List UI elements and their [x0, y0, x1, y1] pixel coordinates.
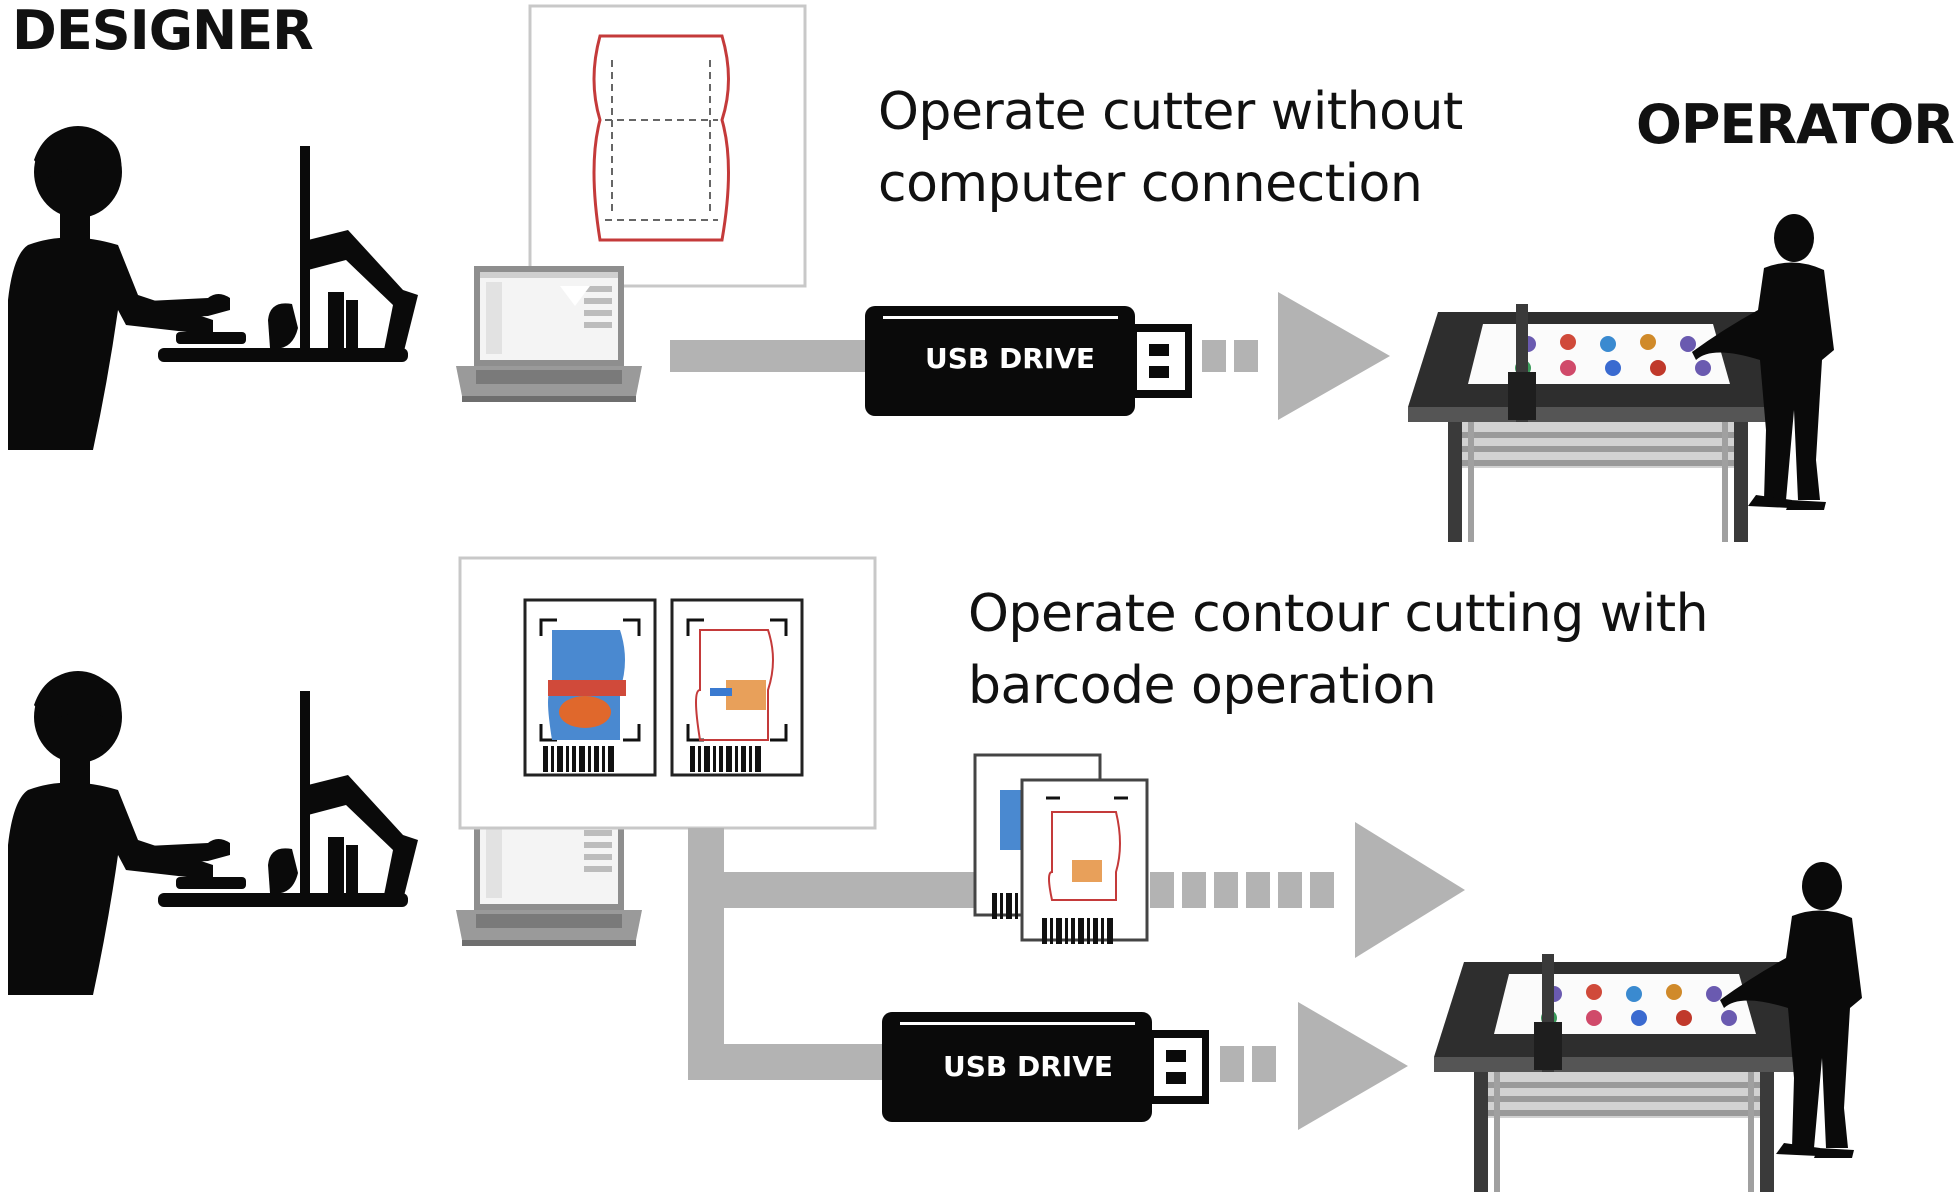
top-flow — [8, 4, 1834, 542]
package-print-icon — [525, 600, 655, 775]
operator-label: OPERATOR — [1636, 93, 1955, 156]
laptop-icon — [456, 266, 642, 402]
transfer-dashes — [1202, 340, 1258, 372]
laptop-icon — [456, 810, 642, 946]
printed-sheets — [973, 753, 1149, 944]
arrow-icon — [1355, 822, 1465, 958]
designer-label: DESIGNER — [12, 0, 314, 62]
arrow-icon — [1298, 1002, 1408, 1130]
transfer-dashes — [1150, 872, 1334, 908]
bottom-flow — [8, 556, 1862, 1192]
bottom-flow-caption: Operate contour cutting with barcode ope… — [968, 584, 1709, 716]
designer-silhouette-icon — [8, 126, 418, 450]
package-preview — [458, 556, 877, 830]
flow-bar — [670, 340, 870, 372]
flow-bar — [688, 828, 978, 1080]
arrow-icon — [1278, 292, 1390, 420]
designer-silhouette-icon — [8, 671, 418, 995]
package-print-icon — [672, 600, 802, 775]
top-usb-label: USB DRIVE — [925, 342, 1096, 375]
bottom-usb-label: USB DRIVE — [943, 1050, 1114, 1083]
die-line-preview — [528, 4, 807, 288]
top-flow-caption: Operate cutter without computer connecti… — [878, 82, 1463, 214]
transfer-dashes — [1220, 1046, 1276, 1082]
